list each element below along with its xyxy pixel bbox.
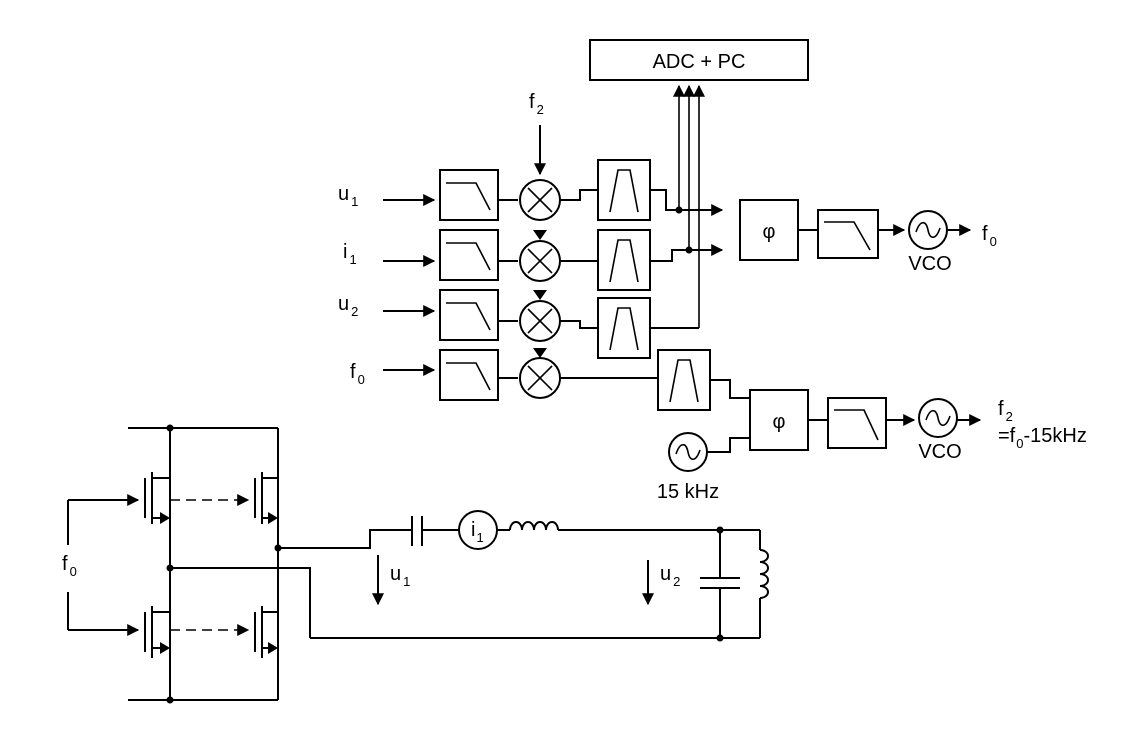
vco-2: [918, 398, 958, 438]
bandpass-filter-u1: [597, 159, 651, 221]
lo-arrow-i1: [533, 230, 547, 240]
lo-arrow-f0: [533, 348, 547, 358]
mixer-u2: [519, 300, 561, 342]
resonant-load: [170, 510, 769, 642]
vco-2-output-formula: =f0-15kHz: [998, 425, 1087, 451]
mixer-i1: [519, 240, 561, 282]
current-meter-label: i1: [471, 519, 484, 545]
lowpass-filter-u1: [439, 169, 499, 221]
bandpass-filter-i1: [597, 229, 651, 291]
vco-2-label: VCO: [918, 441, 961, 463]
svg-text:φ: φ: [773, 411, 786, 433]
adc-pc-block: ADC + PC: [589, 39, 809, 81]
mixer-f0: [519, 357, 561, 399]
vco-1-label: VCO: [908, 253, 951, 275]
lowpass-filter-f0: [439, 349, 499, 401]
adc-inputs: [673, 84, 705, 328]
lo-arrow-u2: [533, 290, 547, 300]
transistor-bridge: [67, 424, 282, 704]
mixer-u1: [519, 179, 561, 221]
adc-pc-label: ADC + PC: [653, 51, 746, 73]
svg-text:φ: φ: [763, 221, 776, 243]
reference-oscillator-label: 15 kHz: [657, 481, 719, 503]
lowpass-filter-u2: [439, 289, 499, 341]
phase-detector-1: φ: [739, 199, 799, 261]
bandpass-filter-u2: [597, 297, 651, 359]
vco-1: [908, 210, 948, 250]
phase-detector-2: φ: [749, 389, 809, 451]
lowpass-filter-i1: [439, 229, 499, 281]
loop-filter-2: [827, 397, 887, 449]
reference-oscillator: [668, 432, 708, 472]
loop-filter-1: [817, 209, 879, 259]
bandpass-filter-f0: [657, 349, 711, 411]
